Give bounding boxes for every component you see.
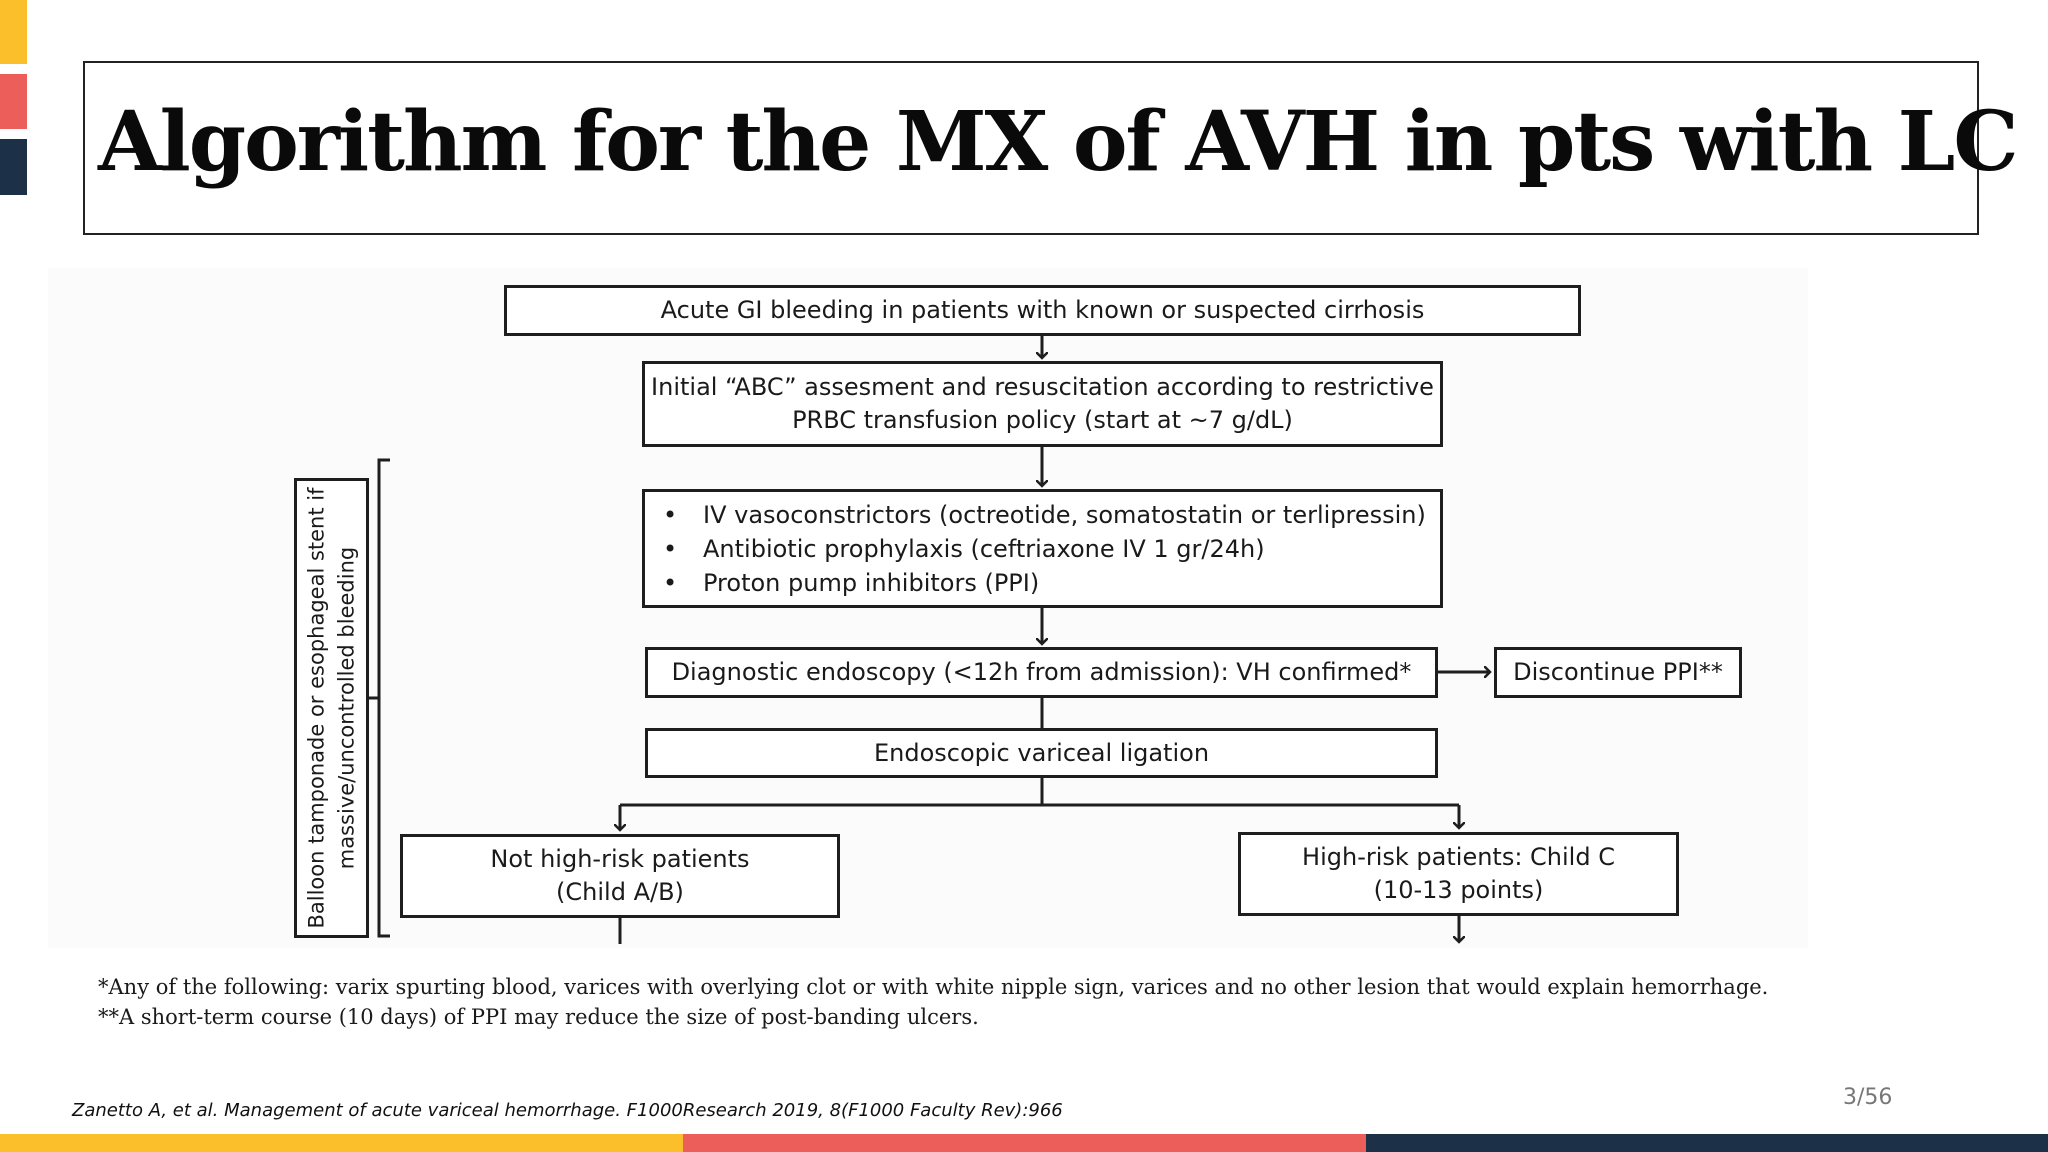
side-bracket xyxy=(368,458,390,938)
citation: Zanetto A, et al. Management of acute va… xyxy=(72,1100,1063,1121)
bottom-bar-navy xyxy=(1366,1134,2048,1152)
discontinue-ppi-box: Discontinue PPI** xyxy=(1494,647,1742,698)
endoscopy-box: Diagnostic endoscopy (<12h from admissio… xyxy=(645,647,1438,698)
accent-square-red xyxy=(0,74,27,129)
footnote-1: *Any of the following: varix spurting bl… xyxy=(98,975,1769,999)
title-frame xyxy=(83,61,1979,235)
page-number: 3/56 xyxy=(1843,1085,1893,1110)
not-high-risk-line-1: Not high-risk patients xyxy=(490,845,750,873)
ligation-label: Endoscopic variceal ligation xyxy=(873,738,1210,767)
treatment-item: IV vasoconstrictors (octreotide, somatos… xyxy=(663,498,1426,532)
balloon-tamponade-box: Balloon tamponade or esophageal stent if… xyxy=(294,478,369,938)
not-high-risk-box: Not high-risk patients (Child A/B) xyxy=(400,834,840,918)
accent-square-navy xyxy=(0,139,27,195)
abc-line-1: Initial “ABC” assesment and resuscitatio… xyxy=(651,373,1434,401)
not-high-risk-line-2: (Child A/B) xyxy=(556,878,684,906)
discontinue-label: Discontinue PPI** xyxy=(1513,658,1723,686)
side-line-1: Balloon tamponade or esophageal stent if xyxy=(304,487,329,929)
treatments-list: IV vasoconstrictors (octreotide, somatos… xyxy=(663,498,1426,600)
treatment-item: Proton pump inhibitors (PPI) xyxy=(663,566,1426,600)
bottom-bar-red xyxy=(683,1134,1366,1152)
accent-square-yellow xyxy=(0,0,27,64)
bottom-bar-yellow xyxy=(0,1134,683,1152)
abc-line-2: PRBC transfusion policy (start at ~7 g/d… xyxy=(792,406,1293,434)
abc-assessment-box: Initial “ABC” assesment and resuscitatio… xyxy=(642,361,1443,447)
endoscopy-label: Diagnostic endoscopy (<12h from admissio… xyxy=(671,658,1412,686)
treatment-item: Antibiotic prophylaxis (ceftriaxone IV 1… xyxy=(663,532,1426,566)
slide-title: Algorithm for the MX of AVH in pts with … xyxy=(98,94,2019,190)
high-risk-line-1: High-risk patients: Child C xyxy=(1302,843,1615,871)
start-box-label: Acute GI bleeding in patients with known… xyxy=(660,296,1425,324)
start-box: Acute GI bleeding in patients with known… xyxy=(504,285,1581,336)
treatments-box: IV vasoconstrictors (octreotide, somatos… xyxy=(642,489,1443,608)
high-risk-box: High-risk patients: Child C (10-13 point… xyxy=(1238,832,1679,916)
high-risk-line-2: (10-13 points) xyxy=(1373,876,1544,904)
side-line-2: massive/uncontrolled bleeding xyxy=(334,546,359,870)
ligation-box: Endoscopic variceal ligation xyxy=(645,728,1438,778)
footnote-2: **A short-term course (10 days) of PPI m… xyxy=(98,1005,979,1029)
